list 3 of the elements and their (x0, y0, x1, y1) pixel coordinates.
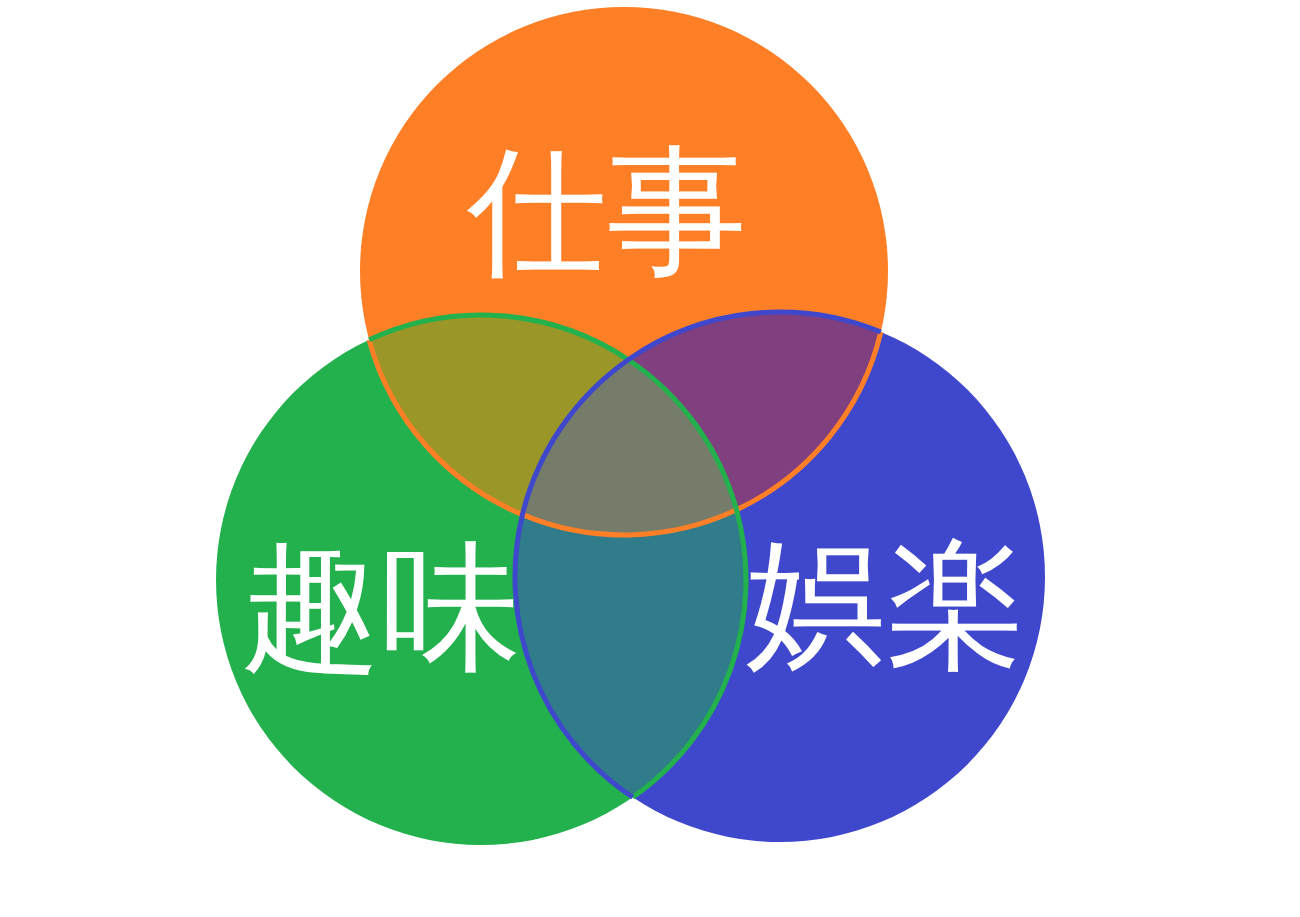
category-label: 娯楽 (746, 534, 1026, 674)
category-label: 仕事 (467, 142, 747, 282)
category-label: 趣味 (241, 538, 521, 678)
